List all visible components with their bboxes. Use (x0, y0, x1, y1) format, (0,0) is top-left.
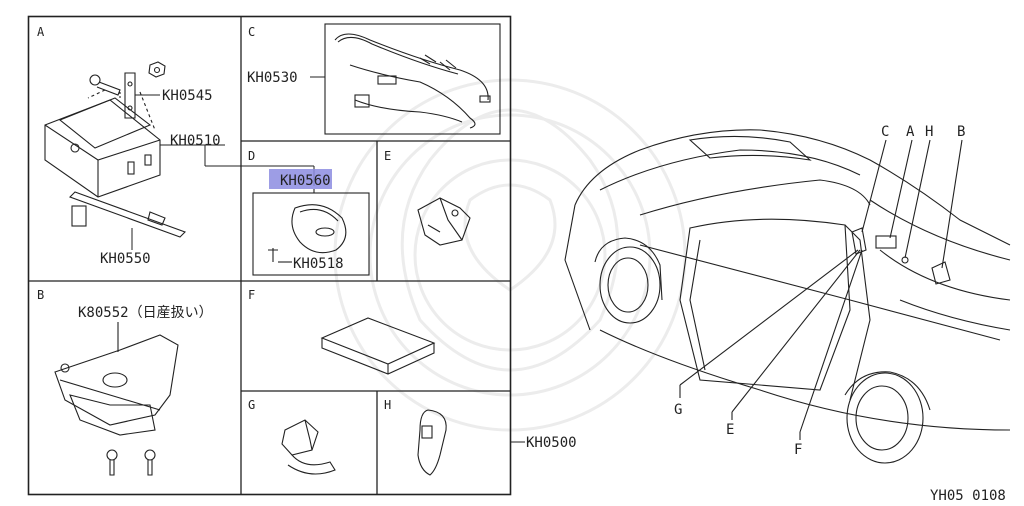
car-callout-b: B (957, 124, 965, 140)
section-label-c: C (248, 25, 255, 39)
section-label-b: B (37, 288, 44, 302)
panel-grid (27, 15, 512, 496)
car-callout-c: C (881, 124, 889, 140)
part-label-kh0560: KH0560 (280, 173, 331, 189)
car-drawing (564, 129, 1011, 464)
section-label-f: F (248, 288, 255, 302)
car-callout-h: H (925, 124, 933, 140)
section-label-g: G (248, 398, 255, 412)
figure-code: YH05 0108 (930, 488, 1006, 504)
part-drawing-control-unit (44, 61, 186, 238)
part-label-kh0500: KH0500 (526, 435, 577, 451)
part-drawing-pad (320, 317, 436, 375)
leader-lines-a (131, 94, 315, 250)
car-callout-f: F (794, 442, 802, 458)
part-drawing-key-fob (252, 189, 370, 276)
part-drawing-cable-tie (417, 409, 447, 476)
car-callout-a: A (906, 124, 915, 140)
part-drawing-harness (324, 23, 501, 135)
part-label-kh0545: KH0545 (162, 88, 213, 104)
section-label-e: E (384, 149, 391, 163)
car-callout-e: E (726, 422, 734, 438)
section-label-d: D (248, 149, 255, 163)
section-label-a: A (37, 25, 45, 39)
highlight-kh0560 (269, 169, 332, 189)
part-label-kh0510: KH0510 (170, 133, 221, 149)
part-label-kh0518: KH0518 (293, 256, 344, 272)
part-drawing-clip-e (417, 197, 471, 246)
part-drawing-clip-g (281, 419, 336, 475)
car-callout-g: G (674, 402, 682, 418)
part-drawing-sensor-bracket (54, 322, 179, 476)
part-label-k80552: K80552（日産扱い） (78, 305, 213, 321)
part-label-kh0550: KH0550 (100, 251, 151, 267)
section-label-h: H (384, 398, 391, 412)
part-label-kh0530: KH0530 (247, 70, 298, 86)
